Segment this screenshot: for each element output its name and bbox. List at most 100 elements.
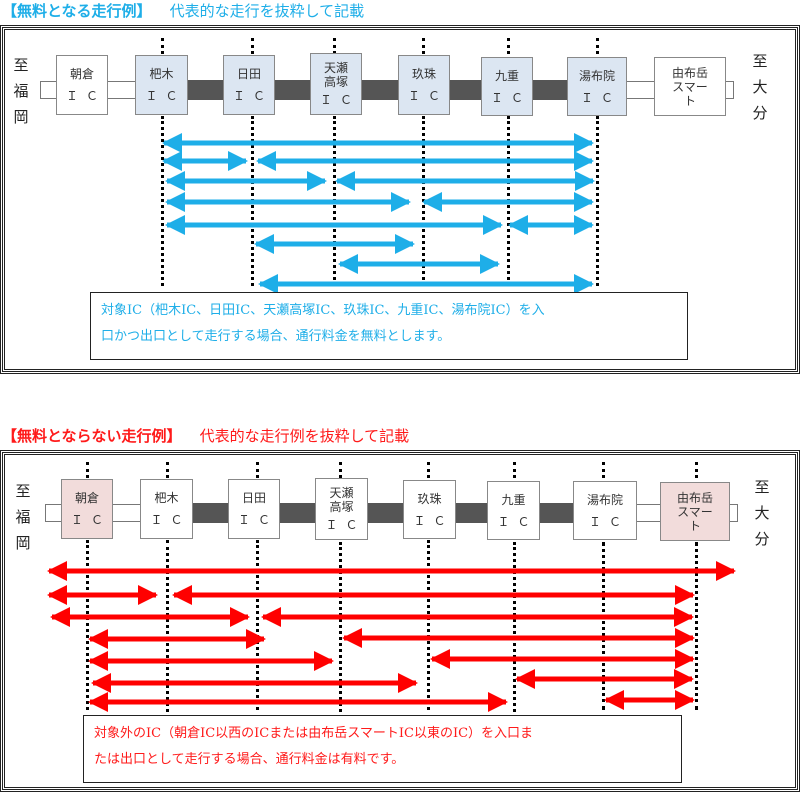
ic-name: 玖珠 xyxy=(417,491,442,506)
dir-char: 分 xyxy=(752,104,768,122)
dir-char: 岡 xyxy=(13,108,29,126)
road-segment xyxy=(107,81,135,99)
ic-dotted-line xyxy=(695,542,698,710)
paid-title-main: 【無料とならない走行例】 xyxy=(2,427,182,445)
free-title-sub: 代表的な走行を抜粋して記載 xyxy=(169,2,365,20)
ic-box-yufudake-smart: 由布岳 スマー ト xyxy=(660,482,730,541)
ic-name: 日田 xyxy=(236,67,261,81)
road-segment xyxy=(112,504,141,522)
ic-box-asakura: 朝倉 ＩＣ xyxy=(61,479,113,539)
expressway-segment xyxy=(449,80,481,100)
ic-box-haki: 杷木 ＩＣ xyxy=(135,55,188,115)
ic-box-hita: 日田 ＩＣ xyxy=(228,479,280,539)
ic-name: 由布岳 スマー ト xyxy=(671,65,708,108)
ic-dotted-line xyxy=(86,462,89,478)
dir-char: 大 xyxy=(752,78,768,96)
ic-suffix: ＩＣ xyxy=(145,89,186,103)
ic-dotted-line xyxy=(507,38,510,54)
ic-suffix: ＩＣ xyxy=(150,513,191,527)
free-diagram-frame xyxy=(0,25,800,374)
expressway-segment xyxy=(539,503,574,523)
direction-oita: 至 大 分 xyxy=(753,474,771,552)
free-note-line1: 対象IC（杷木IC、日田IC、天瀬高塚IC、玖珠IC、九重IC、湯布院IC）を入 xyxy=(101,303,545,318)
ic-suffix: ＩＣ xyxy=(413,513,454,528)
ic-suffix: ＩＣ xyxy=(497,514,538,529)
expressway-segment xyxy=(361,80,399,100)
ic-box-kusu: 玖珠 ＩＣ xyxy=(403,480,456,539)
road-end-west xyxy=(45,504,62,522)
ic-name: 杷木 xyxy=(149,67,174,81)
paid-note-line1: 対象外のIC（朝倉IC以西のICまたは由布岳スマートIC以東のIC）を入口ま xyxy=(94,726,534,741)
expressway-segment xyxy=(188,80,224,100)
road-segment xyxy=(636,504,661,522)
paid-note-line2: たは出口として走行する場合、通行料金は有料です。 xyxy=(94,752,405,767)
ic-name: 天瀬 高塚 xyxy=(329,486,354,514)
ic-suffix: ＩＣ xyxy=(407,89,448,103)
ic-suffix: ＩＣ xyxy=(588,514,629,529)
expressway-segment xyxy=(274,80,310,100)
ic-dotted-line xyxy=(251,38,254,54)
road-end-east xyxy=(729,504,738,522)
ic-dotted-line xyxy=(339,462,342,478)
ic-box-haki: 杷木 ＩＣ xyxy=(140,479,193,539)
ic-suffix: ＩＣ xyxy=(232,89,273,103)
road-end-west xyxy=(40,81,56,99)
free-title-main: 【無料となる走行例】 xyxy=(2,2,152,20)
paid-title-sub: 代表的な走行例を抜粋して記載 xyxy=(199,427,410,445)
ic-suffix: ＩＣ xyxy=(70,513,111,527)
paid-note-box: 対象外のIC（朝倉IC以西のICまたは由布岳スマートIC以東のIC）を入口ま た… xyxy=(83,715,682,783)
dir-char: 至 xyxy=(15,482,31,500)
ic-suffix: ＩＣ xyxy=(580,90,621,105)
expressway-segment xyxy=(367,503,404,523)
ic-dotted-line xyxy=(596,116,599,286)
ic-dotted-line xyxy=(161,116,164,286)
ic-name: 由布岳 スマー ト xyxy=(676,490,713,533)
ic-dotted-line xyxy=(427,462,430,478)
paid-section-title: 【無料とならない走行例】代表的な走行例を抜粋して記載 xyxy=(2,425,409,446)
direction-fukuoka: 至 福 岡 xyxy=(14,478,32,556)
ic-dotted-line xyxy=(161,38,164,54)
ic-name: 杷木 xyxy=(154,491,179,505)
ic-box-kusu: 玖珠 ＩＣ xyxy=(398,55,450,115)
ic-box-amagase-takatsuka: 天瀬 高塚 ＩＣ xyxy=(315,478,368,540)
ic-box-kokonoe: 九重 ＩＣ xyxy=(481,57,533,116)
ic-dotted-line xyxy=(596,38,599,54)
ic-dotted-line xyxy=(333,38,336,54)
expressway-segment xyxy=(279,503,316,523)
expressway-segment xyxy=(532,80,568,100)
ic-dotted-line xyxy=(256,540,259,710)
ic-dotted-line xyxy=(513,462,516,478)
ic-suffix: ＩＣ xyxy=(325,518,366,532)
road-segment xyxy=(626,81,656,99)
ic-name: 朝倉 xyxy=(69,67,94,81)
ic-dotted-line xyxy=(422,38,425,54)
dir-char: 至 xyxy=(752,52,768,70)
free-section-title: 【無料となる走行例】代表的な走行を抜粋して記載 xyxy=(2,0,364,21)
road-end-east xyxy=(726,81,734,99)
ic-suffix: ＩＣ xyxy=(237,513,278,527)
dir-char: 至 xyxy=(13,56,29,74)
ic-suffix: ＩＣ xyxy=(319,93,360,107)
ic-suffix: ＩＣ xyxy=(490,90,531,105)
ic-suffix: ＩＣ xyxy=(65,89,106,103)
direction-oita: 至 大 分 xyxy=(751,48,769,126)
ic-dotted-line xyxy=(166,462,169,478)
ic-dotted-line xyxy=(256,462,259,478)
ic-box-hita: 日田 ＩＣ xyxy=(223,55,275,115)
expressway-segment xyxy=(192,503,229,523)
dir-char: 大 xyxy=(754,504,770,522)
dir-char: 福 xyxy=(15,508,31,526)
ic-name: 九重 xyxy=(494,68,519,83)
ic-dotted-line xyxy=(602,462,605,478)
ic-dotted-line xyxy=(339,542,342,712)
direction-fukuoka: 至 福 岡 xyxy=(12,52,30,130)
ic-box-yufudake-smart: 由布岳 スマー ト xyxy=(654,57,726,116)
ic-box-amagase-takatsuka: 天瀬 高塚 ＩＣ xyxy=(310,53,362,115)
ic-dotted-line xyxy=(695,462,698,478)
dir-char: 岡 xyxy=(15,534,31,552)
expressway-segment xyxy=(455,503,489,523)
ic-name: 九重 xyxy=(501,492,526,507)
dir-char: 分 xyxy=(754,530,770,548)
